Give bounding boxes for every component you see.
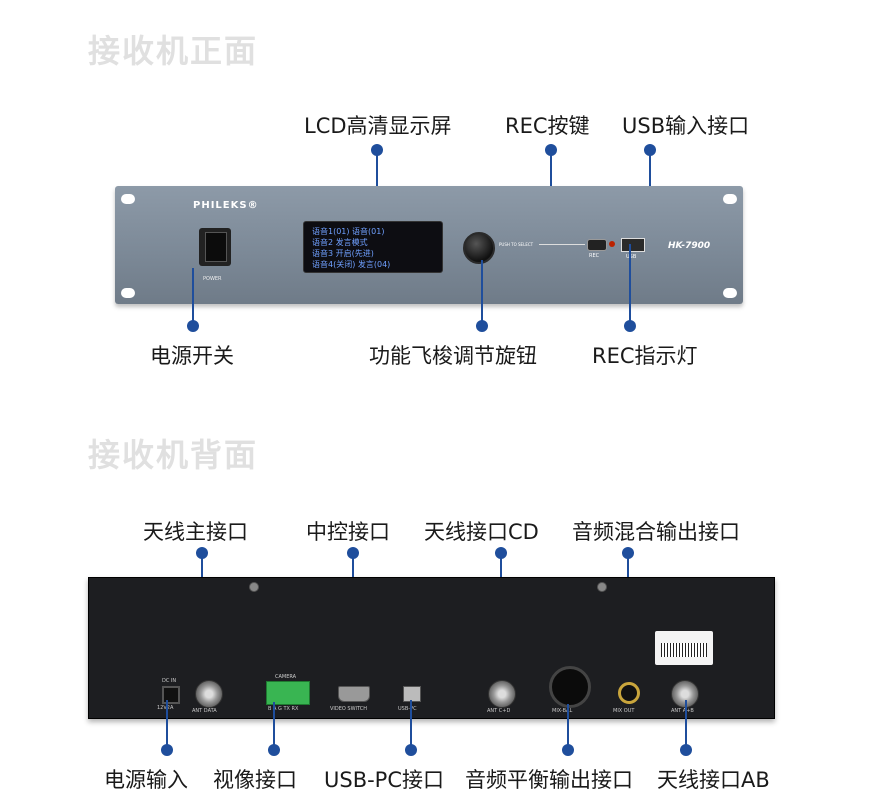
- camera-pins-text: B A G TX RX: [268, 706, 299, 712]
- callout-dot-audio-balanced: [562, 744, 574, 756]
- power-text: POWER: [203, 276, 222, 282]
- label-usb-input: USB输入接口: [622, 114, 750, 138]
- label-video-port: 视像接口: [213, 768, 297, 792]
- rack-ear-hole: [723, 194, 737, 204]
- back-section-title: 接收机背面: [88, 436, 259, 474]
- rack-ear-hole: [121, 194, 135, 204]
- rec-indicator-light: [609, 241, 615, 247]
- label-power-switch: 电源开关: [150, 344, 234, 368]
- mix-out-text: MIX OUT: [613, 708, 635, 714]
- usb-text: USB: [626, 254, 637, 260]
- callout-dot-antenna-ab: [680, 744, 692, 756]
- callout-line-video-port: [273, 702, 275, 750]
- lcd-screen: 语音1(01) 语音(01) 语音2 发言模式 语音3 开启(先进) 语音4(关…: [303, 221, 443, 273]
- ant-data-text: ANT DATA: [192, 708, 217, 714]
- callout-dot-rec-indicator: [624, 320, 636, 332]
- usb-pc-port[interactable]: [403, 686, 421, 702]
- callout-line-usb-pc: [410, 700, 412, 750]
- ant-ab-text: ANT A+B: [671, 708, 694, 714]
- camera-terminal-block[interactable]: [266, 681, 310, 705]
- receiver-back-panel: DC IN 12V2A ANT DATA CAMERA B A G TX RX …: [88, 577, 775, 719]
- barcode-sticker: [655, 631, 713, 665]
- label-antenna-cd: 天线接口CD: [424, 520, 539, 544]
- ant-data-bnc-connector[interactable]: [195, 680, 223, 708]
- label-usb-pc-port: USB-PC接口: [324, 768, 445, 792]
- ant-cd-text: ANT C+D: [487, 708, 511, 714]
- label-audio-mix-out: 音频混合输出接口: [572, 520, 740, 544]
- rec-text: REC: [589, 253, 600, 259]
- callout-dot-usb-pc: [405, 744, 417, 756]
- barcode-icon: [661, 643, 707, 657]
- label-jog-knob: 功能飞梭调节旋钮: [369, 344, 537, 368]
- lcd-line: 语音3 开启(先进): [312, 249, 374, 258]
- label-antenna-main: 天线主接口: [143, 520, 248, 544]
- dc-spec-text: 12V2A: [157, 705, 173, 711]
- label-rec-indicator: REC指示灯: [592, 344, 698, 368]
- mix-bal-text: MIX-BAL: [552, 708, 573, 714]
- usb-input-port[interactable]: [621, 238, 645, 252]
- lcd-line: 语音2 发言模式: [312, 238, 368, 247]
- lcd-line: 语音1(01) 语音(01): [312, 227, 385, 236]
- brand-logo: PHILEKS®: [193, 200, 259, 211]
- screw: [249, 582, 259, 592]
- front-section-title: 接收机正面: [88, 32, 259, 70]
- camera-text: CAMERA: [275, 674, 297, 680]
- video-switch-db9-port[interactable]: [338, 686, 370, 702]
- label-power-input: 电源输入: [104, 768, 188, 792]
- label-audio-balanced-out: 音频平衡输出接口: [465, 768, 633, 792]
- jog-knob[interactable]: [463, 232, 495, 264]
- mix-bal-xlr-connector[interactable]: [549, 666, 591, 708]
- callout-line-power-input: [166, 700, 168, 750]
- push-to-select-text: PUSH TO SELECT: [499, 242, 534, 247]
- callout-line-power-switch: [192, 268, 194, 324]
- callout-line-antenna-ab: [685, 700, 687, 750]
- label-rec-button: REC按键: [505, 114, 590, 138]
- callout-line-lcd: [376, 150, 378, 212]
- callout-dot-power-switch: [187, 320, 199, 332]
- callout-line-jog-knob: [481, 260, 483, 324]
- usb-pc-text: USB-PC: [398, 706, 417, 712]
- mix-out-jack[interactable]: [618, 682, 640, 704]
- label-lcd: LCD高清显示屏: [304, 114, 452, 138]
- power-switch[interactable]: [199, 228, 231, 266]
- rack-ear-hole: [121, 288, 135, 298]
- ant-cd-bnc-connector[interactable]: [488, 680, 516, 708]
- rack-ear-hole: [723, 288, 737, 298]
- label-antenna-ab: 天线接口AB: [657, 768, 770, 792]
- label-central-control: 中控接口: [306, 520, 390, 544]
- callout-line-rec-indicator: [629, 244, 631, 324]
- receiver-front-panel: PHILEKS® HK-7900 POWER 语音1(01) 语音(01) 语音…: [115, 186, 743, 304]
- model-number: HK-7900: [668, 241, 711, 251]
- dc-in-text: DC IN: [162, 678, 177, 684]
- callout-line-audio-balanced: [567, 704, 569, 750]
- dc-power-input[interactable]: [162, 686, 180, 704]
- rec-button[interactable]: [587, 239, 607, 251]
- callout-dot-power-input: [161, 744, 173, 756]
- callout-dot-video-port: [268, 744, 280, 756]
- callout-dot-jog-knob: [476, 320, 488, 332]
- panel-divider: [539, 244, 585, 245]
- screw: [597, 582, 607, 592]
- video-switch-text: VIDEO SWITCH: [330, 706, 368, 712]
- lcd-line: 语音4(关闭) 发言(04): [312, 260, 391, 269]
- power-rocker-icon: [205, 232, 227, 262]
